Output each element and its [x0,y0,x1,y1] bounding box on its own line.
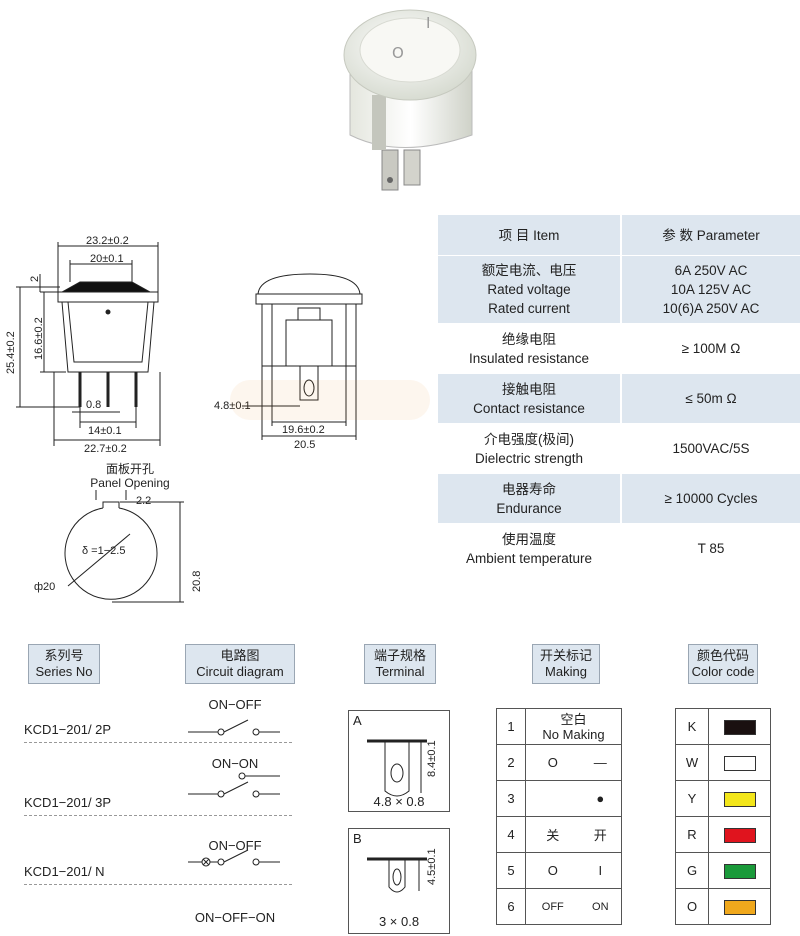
watermark [230,380,430,420]
color-swatch [723,755,756,771]
color-swatch [723,791,756,807]
divider [24,815,292,816]
spec-row-label: 介电强度(极间)Dielectric strength [438,423,622,474]
svg-text:2: 2 [29,276,41,282]
product-photo: O I [343,9,477,191]
svg-text:20.5: 20.5 [294,439,315,451]
terminal-pin [403,149,421,186]
circuit-diagrams [188,719,280,867]
spec-row-value: ≤ 50m Ω [621,373,800,424]
color-code-table: K W Y R G O [675,708,771,925]
circuit-label: ON−OFF [208,838,262,853]
circuit-label: ON−ON [211,756,259,771]
svg-text:25.4±0.2: 25.4±0.2 [5,331,17,374]
terminal-pin [381,149,399,191]
making-row: 3● [496,780,622,817]
color-row: R [675,816,771,853]
terminal-b: B 4.5±0.1 3 × 0.8 [348,828,450,934]
svg-text:20.8: 20.8 [191,571,200,592]
color-row: K [675,708,771,745]
color-row: Y [675,780,771,817]
circuit-label: ON−OFF [208,697,262,712]
spec-header-item: 项 目 Item [438,215,622,256]
svg-text:4.8±0.1: 4.8±0.1 [214,400,251,412]
svg-text:14±0.1: 14±0.1 [88,425,122,437]
color-swatch [723,827,756,843]
spec-row-value: 1500VAC/5S [621,423,800,474]
svg-text:2.2: 2.2 [136,495,151,507]
color-swatch [723,863,756,879]
svg-text:19.6±0.2: 19.6±0.2 [282,424,325,436]
circuit-label: ON−OFF−ON [194,910,276,925]
series-model: KCD1−201/ 3P [24,795,112,810]
svg-text:16.6±0.2: 16.6±0.2 [33,317,45,360]
svg-text:20±0.1: 20±0.1 [90,253,124,265]
front-view-drawing: 4.8±0.1 19.6±0.2 20.5 [214,273,363,451]
color-row: W [675,744,771,781]
svg-text:23.2±0.2: 23.2±0.2 [86,235,129,247]
spec-row-value: T 85 [621,523,800,574]
svg-text:4.5±0.1: 4.5±0.1 [426,848,438,885]
spec-row-value: ≥ 100M Ω [621,323,800,374]
svg-text:ф20: ф20 [34,581,55,593]
color-row: O [675,888,771,925]
color-row: G [675,852,771,889]
on-symbol: I [426,14,430,32]
off-symbol: O [392,44,404,62]
series-model: KCD1−201/ 2P [24,722,112,737]
spec-header-param: 参 数 Parameter [621,215,800,256]
divider [24,884,292,885]
svg-text:0.8: 0.8 [86,399,101,411]
color-swatch [723,719,756,735]
series-model: KCD1−201/ N [24,864,105,879]
terminal-a: A 8.4±0.1 4.8 × 0.8 [348,710,450,812]
panel-opening-title: 面板开孔 Panel Opening [90,462,170,490]
panel-opening-drawing: 2.2 δ =1−2.5 ф20 20.8 [34,490,200,603]
svg-text:22.7±0.2: 22.7±0.2 [84,443,127,455]
svg-text:δ =1−2.5: δ =1−2.5 [82,545,125,557]
side-view-drawing: 23.2±0.2 20±0.1 2 25.4±0.2 16.6±0.2 0.8 … [5,235,161,455]
spec-row-value: ≥ 10000 Cycles [621,473,800,524]
divider [24,742,292,743]
svg-text:8.4±0.1: 8.4±0.1 [426,740,438,777]
color-swatch [723,899,756,915]
